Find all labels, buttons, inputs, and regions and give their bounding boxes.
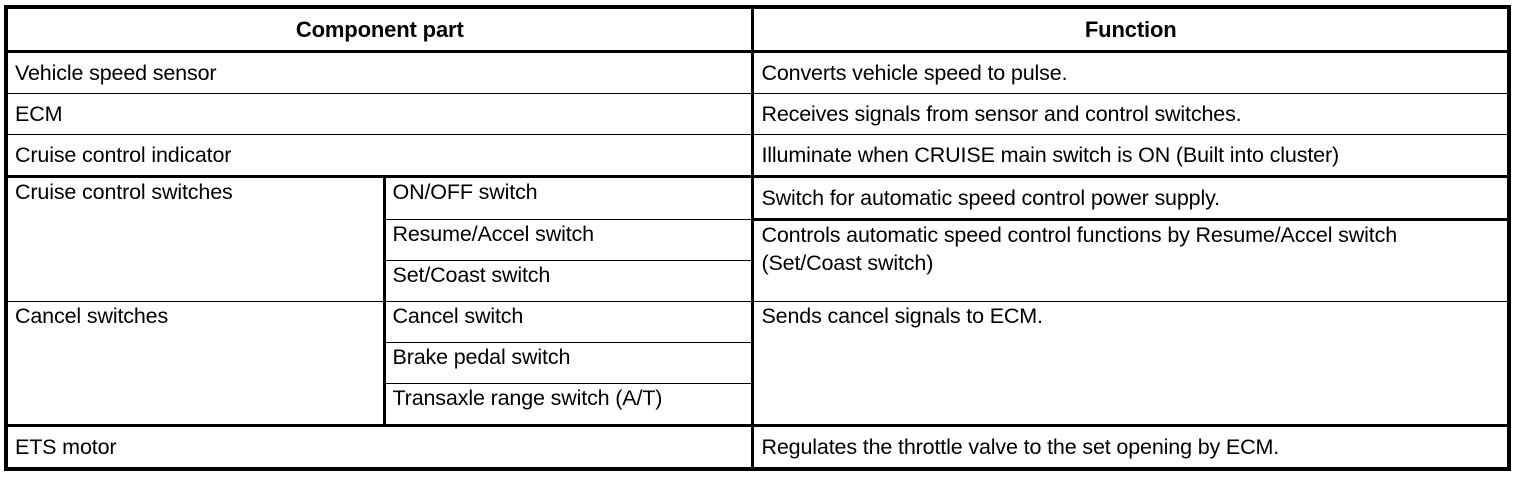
table-header-row: Component part Function (5, 6, 1510, 53)
cell-function-ets-motor: Regulates the throttle valve to the set … (752, 424, 1510, 470)
cell-function-ecm: Receives signals from sensor and control… (752, 93, 1510, 135)
table-row: Transaxle range switch (A/T) (6, 383, 1509, 426)
table-row: Set/Coast switch (6, 260, 1509, 302)
cell-sub-set-coast-switch: Set/Coast switch (383, 260, 755, 302)
component-function-table: Component part Function Vehicle speed se… (4, 5, 1511, 471)
cell-sub-resume-accel-switch: Resume/Accel switch (383, 219, 755, 261)
cell-function-on-off-switch: Switch for automatic speed control power… (752, 175, 1510, 220)
table-row: Cancel switches Cancel switch Sends canc… (5, 301, 1510, 426)
cell-group-cruise-control-switches: Cruise control switches (5, 175, 386, 302)
table-row: Cruise control indicator Illuminate when… (5, 134, 1510, 177)
cell-component-ecm: ECM (5, 93, 755, 135)
table-row: Resume/Accel switch Controls automatic s… (6, 218, 1510, 302)
cell-function-vehicle-speed-sensor: Converts vehicle speed to pulse. (752, 51, 1510, 94)
cell-sub-on-off-switch: ON/OFF switch (383, 175, 755, 220)
table-row: Cruise control switches ON/OFF switch Sw… (5, 175, 1510, 302)
cell-function-cancel-switches: Sends cancel signals to ECM. (752, 301, 1510, 426)
cell-sub-cancel-switch: Cancel switch (383, 301, 755, 343)
cell-sub-transaxle-range-switch: Transaxle range switch (A/T) (383, 383, 755, 426)
cell-sub-brake-pedal-switch: Brake pedal switch (383, 342, 755, 384)
cell-group-cancel-switches: Cancel switches (5, 301, 386, 426)
cell-function-cruise-control-indicator: Illuminate when CRUISE main switch is ON… (752, 134, 1510, 177)
header-component-part: Component part (5, 6, 755, 53)
cell-component-cruise-control-indicator: Cruise control indicator (5, 134, 755, 177)
cell-function-resume-accel-set-coast: Controls automatic speed control functio… (752, 218, 1510, 302)
cell-component-ets-motor: ETS motor (5, 424, 755, 470)
table-row: ETS motor Regulates the throttle valve t… (5, 424, 1510, 470)
cell-component-vehicle-speed-sensor: Vehicle speed sensor (5, 51, 755, 94)
table-row: Vehicle speed sensor Converts vehicle sp… (5, 51, 1510, 94)
header-function: Function (752, 6, 1510, 53)
table-row: ECM Receives signals from sensor and con… (5, 93, 1510, 135)
